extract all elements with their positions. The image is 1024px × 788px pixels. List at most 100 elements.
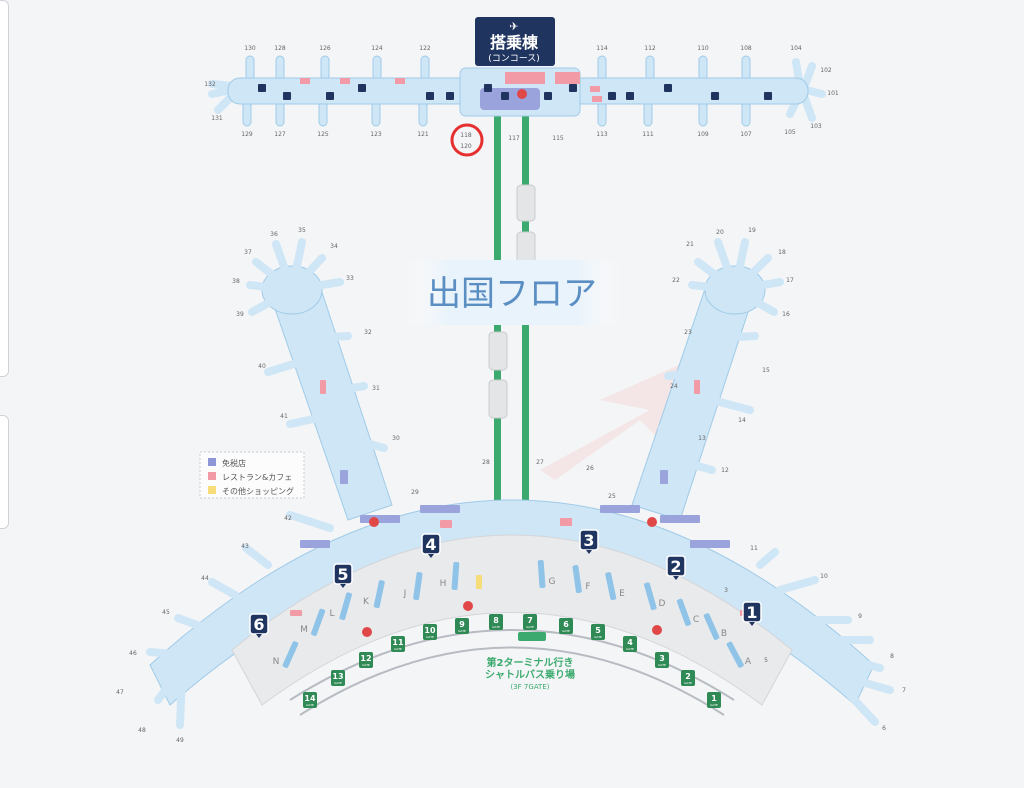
gate-label: 12	[721, 467, 729, 474]
gate-label: 129	[241, 131, 253, 138]
gate-label: 101	[827, 90, 839, 97]
concourse-spoke	[275, 55, 285, 81]
shop-block	[290, 610, 302, 616]
bus-gate-number: 1	[711, 694, 717, 703]
shuttle-line1: 第2ターミナル行き	[487, 656, 574, 669]
gate-label: 46	[129, 650, 137, 657]
gate-label: 38	[232, 278, 240, 285]
wing-spoke	[288, 238, 306, 294]
legend-label-duty-free: 免税店	[222, 458, 246, 468]
bus-gate-word: GATE	[362, 663, 370, 667]
gate-label: 25	[608, 493, 616, 500]
shop-block	[340, 470, 348, 484]
wing-spoke	[658, 414, 696, 432]
zone-number: 2	[670, 557, 681, 576]
gate-label: 41	[280, 413, 288, 420]
checkin-row-label: J	[403, 589, 407, 599]
bus-gate-word: GATE	[526, 625, 534, 629]
concourse-spoke	[420, 55, 430, 81]
shop-block	[320, 380, 326, 394]
gate-label: 27	[536, 459, 544, 466]
floor-label: 出国フロア	[427, 274, 597, 314]
legend-label-restaurant: レストラン&カフェ	[222, 473, 292, 482]
wing-spoke	[672, 456, 716, 474]
gate-label: 39	[236, 311, 244, 318]
gate-label: 102	[820, 67, 832, 74]
zone-badge: 5	[333, 563, 353, 588]
checkin-row-label: A	[745, 657, 752, 667]
gate-label: 22	[672, 277, 680, 284]
left-panel-tab-lower[interactable]	[0, 415, 9, 529]
checkin-row: D	[644, 582, 666, 611]
bus-gate-word: GATE	[394, 647, 402, 651]
concourse-spoke	[698, 101, 708, 127]
zone-number: 6	[253, 615, 264, 634]
gate-label: 130	[244, 45, 256, 52]
concourse-spoke	[320, 55, 330, 81]
facility-icon	[626, 92, 634, 100]
gate-label: 126	[319, 45, 331, 52]
bus-gate-number: 9	[459, 620, 465, 629]
wing-spoke	[326, 382, 368, 396]
wing-spoke	[731, 254, 772, 294]
wing-spoke	[286, 511, 334, 532]
gate-label: 13	[698, 435, 706, 442]
restaurant-block	[592, 96, 602, 102]
wing-spoke	[146, 648, 189, 659]
zone-badge: 6	[249, 613, 269, 638]
checkin-row: A	[726, 641, 752, 668]
wing-spoke	[731, 238, 749, 294]
concourse-spoke	[275, 101, 285, 127]
shuttle-line2: シャトルバス乗り場	[485, 668, 575, 681]
bus-gate-number: 4	[627, 638, 633, 647]
concourse-spoke	[645, 55, 655, 81]
concourse-spoke	[698, 55, 708, 81]
gate-label: 14	[738, 417, 746, 424]
checkin-row: B	[703, 613, 727, 640]
gate-label: 121	[417, 131, 429, 138]
wing-spoke	[846, 656, 884, 672]
zone-badge: 2	[666, 555, 686, 580]
bus-gate-number: 14	[304, 694, 316, 703]
legend-label-shopping: その他ショッピング	[222, 486, 294, 496]
gate-labels: 3635343337383932403141304243444546474849…	[116, 227, 906, 744]
wing-spoke	[264, 358, 304, 376]
checkin-row-label: F	[585, 582, 590, 592]
gate-label: 47	[116, 689, 124, 696]
gate-label: 125	[317, 131, 329, 138]
restaurant-block	[395, 78, 405, 84]
shuttle-line3: (3F 7GATE)	[511, 683, 550, 691]
wing-spoke	[708, 396, 754, 414]
wing-spoke	[731, 286, 778, 316]
facility-icon	[446, 92, 454, 100]
gate-label: 35	[298, 227, 306, 234]
checkin-row-label: E	[619, 589, 625, 599]
gate-label: 124	[371, 45, 383, 52]
facility-icon	[501, 92, 509, 100]
bus-gate-number: 13	[332, 672, 343, 681]
bus-gate-number: 8	[493, 616, 499, 625]
zone-badge: 3	[579, 529, 599, 554]
shop-block	[440, 520, 452, 528]
gate-label: 29	[411, 489, 419, 496]
concourse-spoke	[245, 55, 255, 81]
zone-number: 4	[425, 535, 436, 554]
wing-spoke	[344, 434, 388, 452]
bus-gate-word: GATE	[562, 629, 570, 633]
gate-label: 118	[460, 132, 472, 139]
bus-gate-word: GATE	[458, 629, 466, 633]
wing-spoke	[688, 281, 739, 294]
left-panel-tab-upper[interactable]	[0, 0, 9, 377]
checkin-row: H	[440, 561, 460, 591]
facility-icon	[326, 92, 334, 100]
wing-spoke	[286, 414, 322, 428]
info-icon	[652, 625, 662, 635]
info-icon	[369, 517, 379, 527]
checkin-row-label: M	[300, 625, 308, 635]
